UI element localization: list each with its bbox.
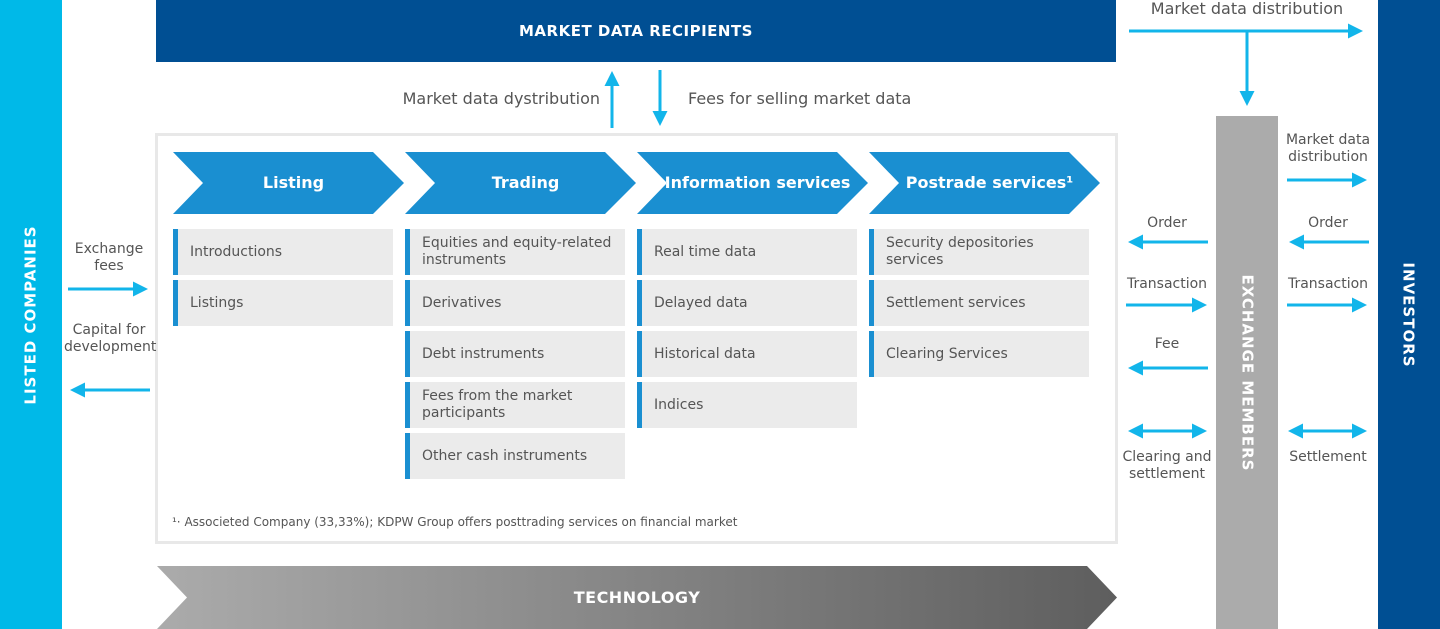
capital-label: Capital for development bbox=[64, 322, 157, 355]
technology-bar: TECHNOLOGY bbox=[157, 566, 1117, 629]
list-item: Other cash instruments bbox=[405, 433, 625, 479]
list-item: Introductions bbox=[173, 229, 393, 275]
list-item: Equities and equity-related instruments bbox=[405, 229, 625, 275]
exchange-fees-label: Exchange fees bbox=[74, 241, 144, 274]
chevron-postrade-services: Postrade services¹ bbox=[869, 152, 1100, 214]
list-item: Historical data bbox=[637, 331, 857, 377]
list-item: Delayed data bbox=[637, 280, 857, 326]
chevron-trading: Trading bbox=[405, 152, 636, 214]
transaction-investor-label: Transaction bbox=[1287, 276, 1369, 292]
order-member-label: Order bbox=[1147, 215, 1187, 231]
market-data-dystribution-label: Market data dystribution bbox=[402, 89, 600, 108]
order-investor-label: Order bbox=[1308, 215, 1348, 231]
market-data-recipients-bar: MARKET DATA RECIPIENTS bbox=[156, 0, 1116, 62]
fee-label: Fee bbox=[1154, 336, 1180, 352]
settlement-label: Settlement bbox=[1289, 449, 1367, 465]
chevron-information-services: Information services bbox=[637, 152, 868, 214]
footnote: ¹· Associeted Company (33,33%); KDPW Gro… bbox=[172, 515, 738, 529]
market-data-investor-label: Market data distribution bbox=[1285, 132, 1371, 165]
listed-companies-bar: LISTED COMPANIES bbox=[0, 0, 62, 629]
list-item: Indices bbox=[637, 382, 857, 428]
exchange-members-bar: EXCHANGE MEMBERS bbox=[1216, 116, 1278, 629]
main-services-box bbox=[155, 133, 1118, 544]
investors-bar: INVESTORS bbox=[1378, 0, 1440, 629]
list-item: Debt instruments bbox=[405, 331, 625, 377]
chevron-listing: Listing bbox=[173, 152, 404, 214]
transaction-member-label: Transaction bbox=[1126, 276, 1208, 292]
fees-selling-label: Fees for selling market data bbox=[688, 89, 912, 108]
market-data-distribution-top-label: Market data distribution bbox=[1150, 0, 1344, 18]
list-item: Clearing Services bbox=[869, 331, 1089, 377]
clearing-settlement-label: Clearing and settlement bbox=[1122, 449, 1212, 482]
list-item: Listings bbox=[173, 280, 393, 326]
list-item: Security depositories services bbox=[869, 229, 1089, 275]
list-item: Settlement services bbox=[869, 280, 1089, 326]
list-item: Derivatives bbox=[405, 280, 625, 326]
list-item: Real time data bbox=[637, 229, 857, 275]
list-item: Fees from the market participants bbox=[405, 382, 625, 428]
